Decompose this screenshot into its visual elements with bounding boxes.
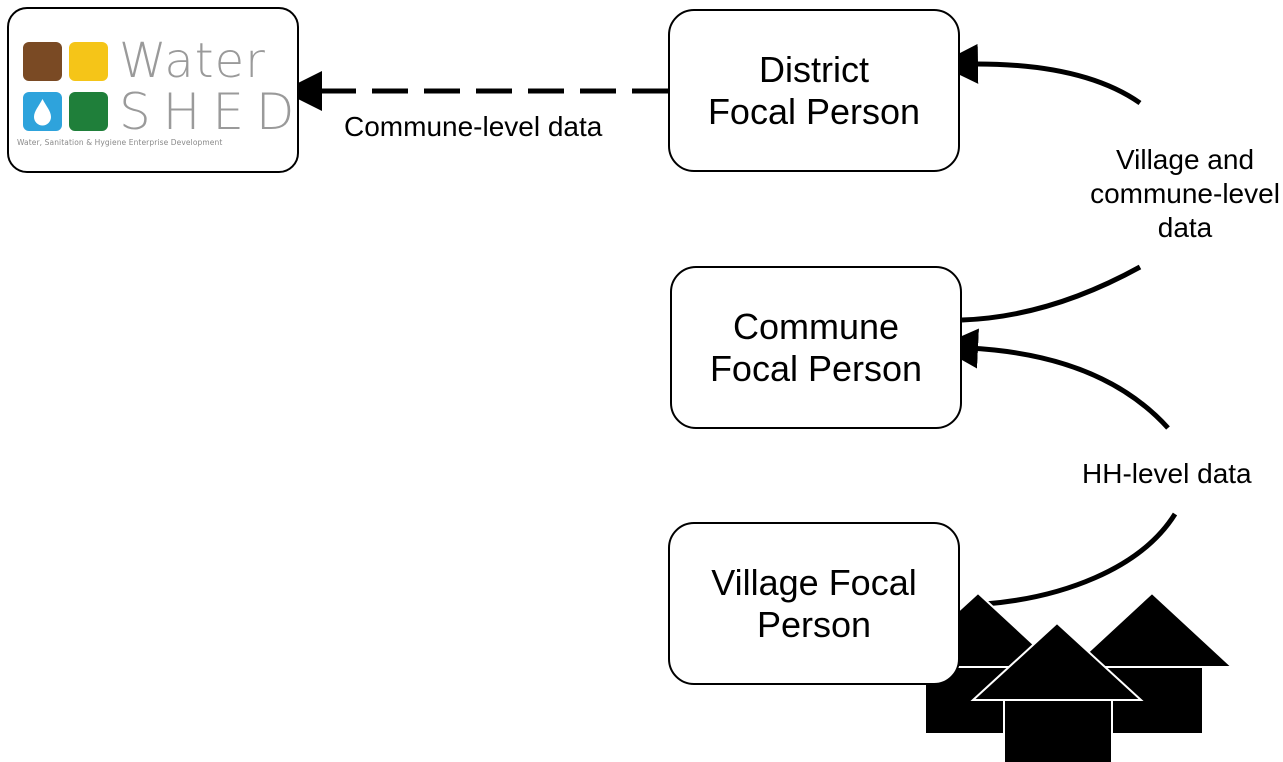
- commune-node-line2: Focal Person: [709, 347, 923, 389]
- village-node-line1: Village Focal: [711, 561, 917, 603]
- village-commune-data-tail: [961, 264, 1142, 323]
- logo-tile-blue: [23, 92, 62, 131]
- hh-level-data-arrow: [938, 328, 1170, 430]
- logo-tagline: Water, Sanitation & Hygiene Enterprise D…: [17, 138, 223, 147]
- village-commune-label-line1: Village and: [1115, 144, 1255, 175]
- commune-level-data-label: Commune-level data: [344, 111, 603, 142]
- village-node-line2: Person: [756, 603, 872, 645]
- district-node-line2: Focal Person: [707, 90, 921, 132]
- village-commune-label-line2: commune-level: [1090, 178, 1280, 209]
- logo-word-water: Water: [119, 33, 266, 89]
- logo-word-shed: SHED: [119, 83, 307, 141]
- hh-level-data-label: HH-level data: [1082, 458, 1252, 489]
- water-drop-icon: [34, 99, 51, 126]
- logo-tile-green: [69, 92, 108, 131]
- village-focal-person-node: Village Focal Person: [668, 522, 960, 685]
- village-commune-label-line3: data: [1157, 212, 1213, 243]
- commune-focal-person-node: Commune Focal Person: [670, 266, 962, 429]
- logo-tile-brown: [23, 42, 62, 81]
- district-node-line1: District: [758, 48, 869, 90]
- hh-level-data-tail: [984, 512, 1178, 607]
- watershed-logo: Water SHED Water, Sanitation & Hygiene E…: [7, 7, 299, 173]
- village-commune-data-arrow: [938, 43, 1142, 106]
- logo-tile-yellow: [69, 42, 108, 81]
- district-focal-person-node: District Focal Person: [668, 9, 960, 172]
- house-icon-front: [970, 621, 1144, 762]
- village-commune-data-label: Village and commune-level data: [1085, 143, 1283, 245]
- commune-node-line1: Commune: [732, 305, 900, 347]
